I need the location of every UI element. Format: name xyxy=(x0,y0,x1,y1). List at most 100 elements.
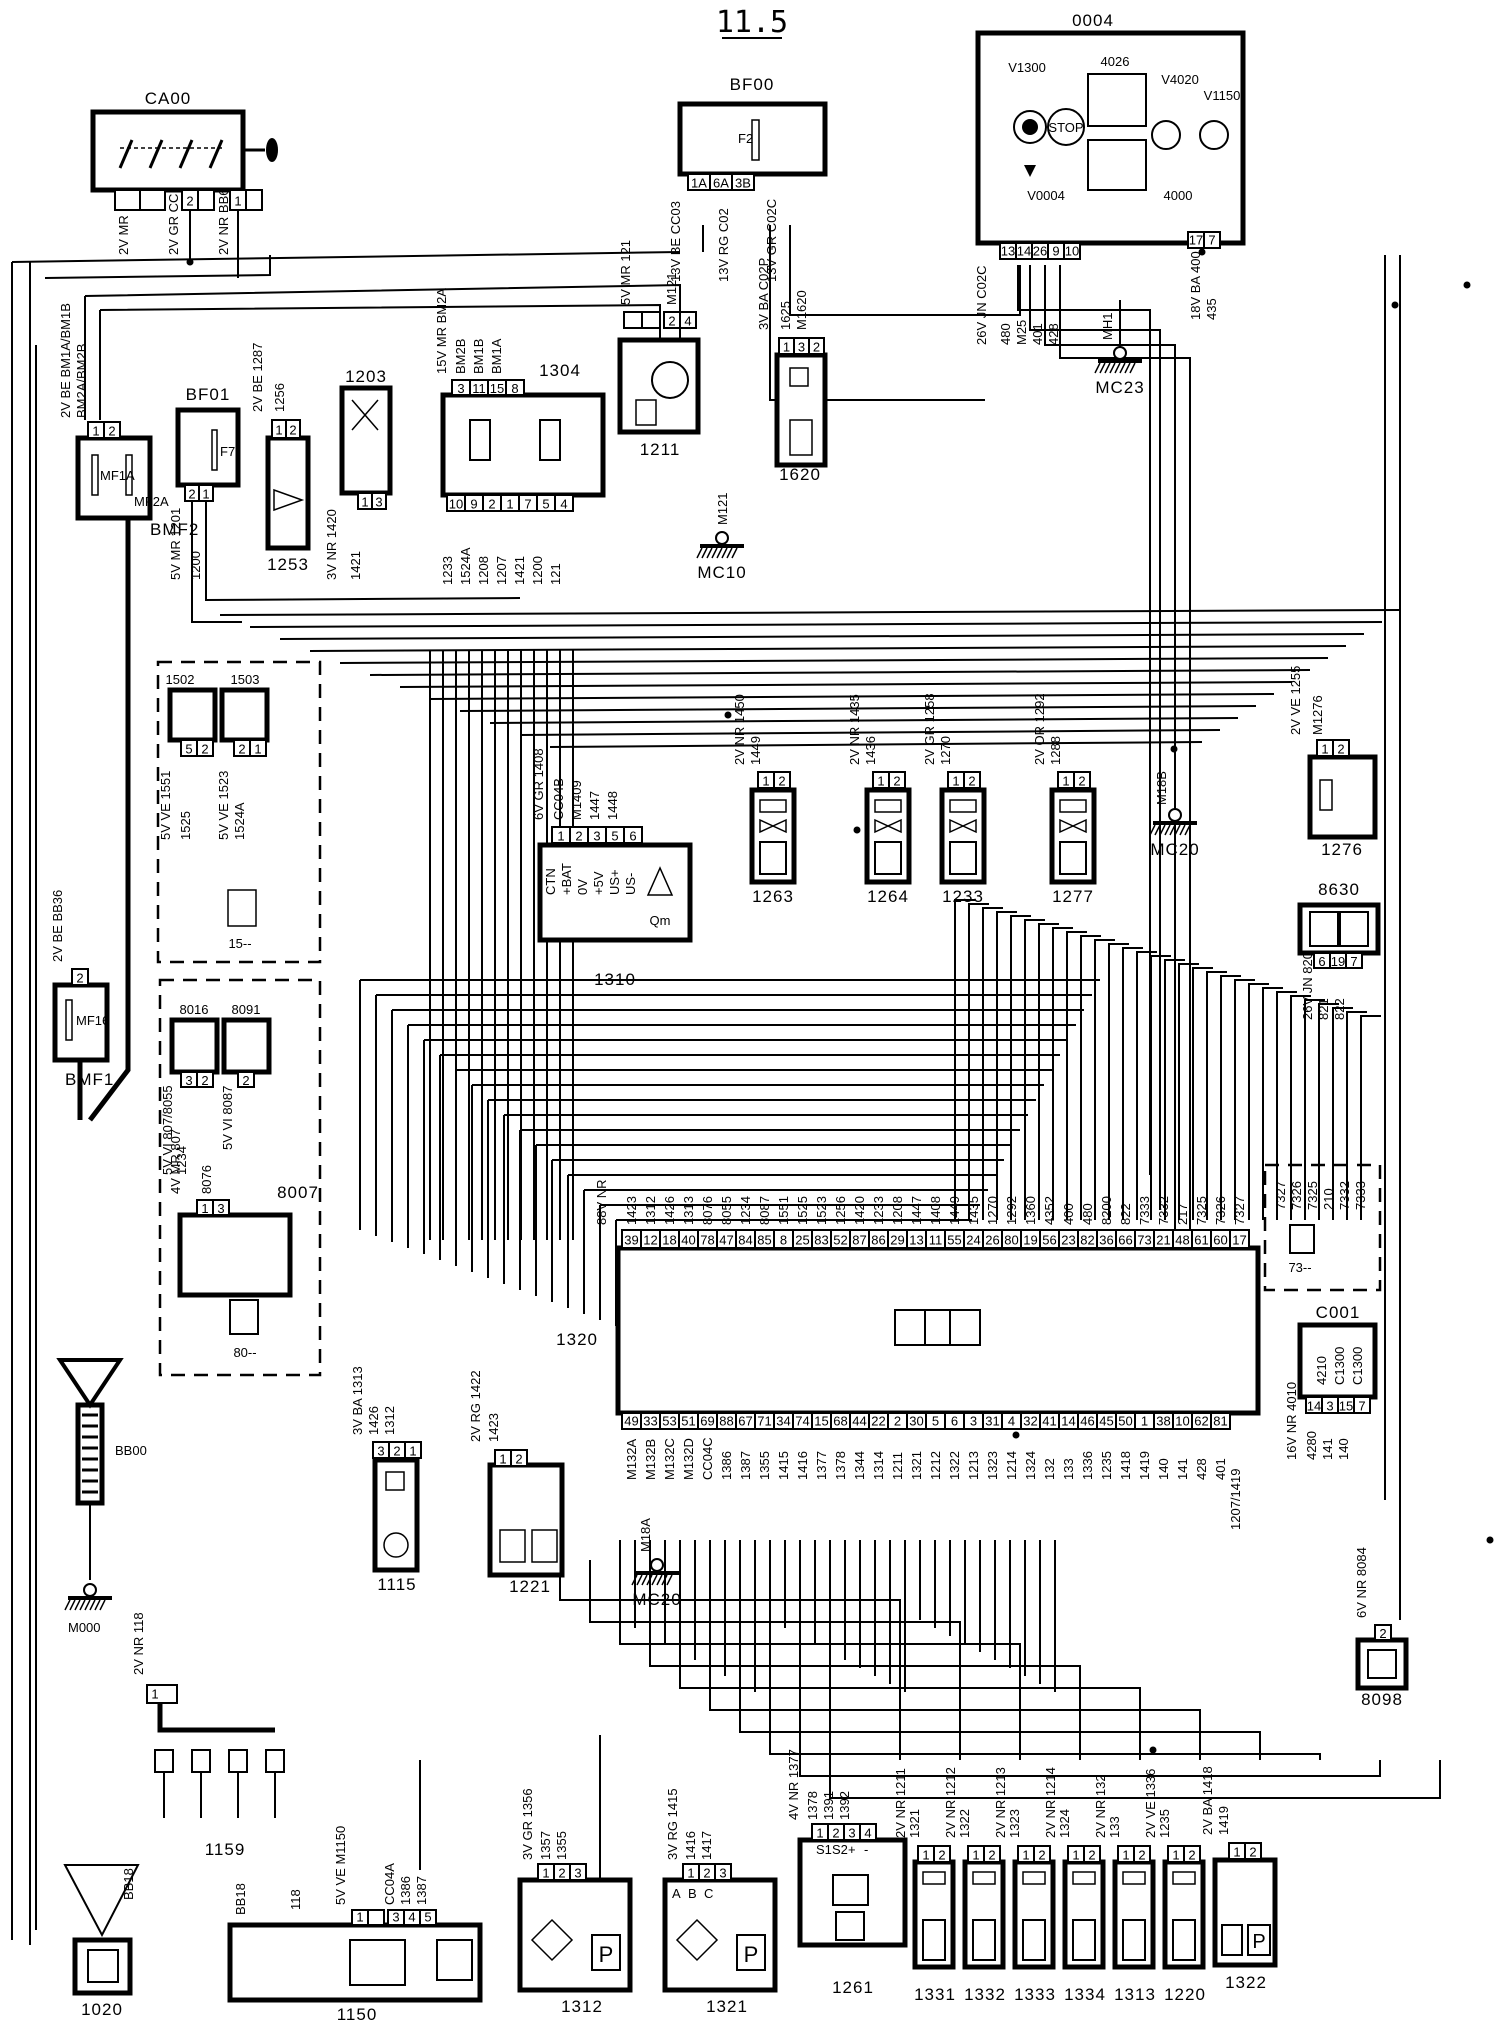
pin-number: 4 xyxy=(408,1910,415,1925)
wire-label: 5V MR 121 xyxy=(618,240,633,305)
component-box xyxy=(75,1402,105,1506)
pin-number: 2 xyxy=(289,423,296,438)
pin-number: 2 xyxy=(515,1452,522,1467)
pin-number: 50 xyxy=(1118,1414,1132,1429)
wire-label: 2V NR 1211 xyxy=(893,1768,908,1838)
pin-number: 53 xyxy=(662,1414,676,1429)
ground-hatch xyxy=(656,1574,663,1586)
wire-label: 6V GR 1408 xyxy=(531,748,546,820)
fuse-label: MF16 xyxy=(76,1013,109,1028)
solenoid-coil-icon xyxy=(874,799,902,813)
pin-number: 10 xyxy=(1065,244,1079,259)
component-label: 1313 xyxy=(1114,1985,1156,2004)
wire xyxy=(1332,1007,1353,1220)
wire-label: 7327 xyxy=(1232,1196,1247,1225)
wire-label: 1234 xyxy=(174,1146,189,1175)
pin-number: 2 xyxy=(488,497,495,512)
wire-label: 1449 xyxy=(748,736,763,765)
glow-icon xyxy=(894,1309,926,1346)
wire-label: 5V VE M1150 xyxy=(333,1826,348,1905)
ecu-chip-icon xyxy=(949,1309,981,1346)
wire-label: 1212 xyxy=(928,1451,943,1480)
wire-label: 1321 xyxy=(907,1809,922,1838)
wire xyxy=(339,657,1329,664)
pin-number: 1 xyxy=(409,1444,416,1459)
component-label: 1310 xyxy=(594,970,636,989)
solenoid-coil-icon xyxy=(922,1871,946,1885)
pin-number: 55 xyxy=(947,1233,961,1248)
wire-label: 1415 xyxy=(776,1451,791,1480)
wire-label: MH1 xyxy=(1100,313,1115,340)
wire-label: 2V BA 1418 xyxy=(1200,1766,1215,1835)
ground-hatch xyxy=(1179,824,1186,836)
ground-hatch xyxy=(94,1599,101,1611)
wire xyxy=(1052,927,1073,1220)
pin-number: 3 xyxy=(375,495,382,510)
solenoid-coil-icon xyxy=(972,1871,996,1885)
pin-number: 87 xyxy=(852,1233,866,1248)
wire-label: 217 xyxy=(1175,1203,1190,1225)
ground-hatch xyxy=(64,1599,71,1611)
wire-label: 1447 xyxy=(909,1196,924,1225)
wire-label: 1416 xyxy=(795,1451,810,1480)
wire-label: 1418 xyxy=(1118,1451,1133,1480)
wire-label: M132D xyxy=(681,1438,696,1480)
connector-pin xyxy=(1374,1624,1392,1641)
wire-label: 1355 xyxy=(554,1831,569,1860)
pin-number: 1 xyxy=(1122,1848,1129,1863)
pin-number: 15 xyxy=(490,381,504,396)
wire xyxy=(249,621,1383,628)
component-label: 1203 xyxy=(345,367,387,386)
component-label: 1331 xyxy=(914,1985,956,2004)
sub-component-label: V1150 xyxy=(1204,88,1241,103)
connector-pin xyxy=(1183,1845,1201,1863)
wire-label: 480 xyxy=(998,323,1013,345)
pin-function-label: CTN xyxy=(543,868,558,895)
wire-label: 1321 xyxy=(909,1451,924,1480)
wire-label: 1524A xyxy=(458,547,473,585)
fuse-icon xyxy=(125,454,133,496)
junction-dot xyxy=(1149,1746,1157,1754)
battery-feed xyxy=(56,1358,124,1409)
component-label: 1320 xyxy=(556,1330,598,1349)
wire-label: 401 xyxy=(1213,1458,1228,1480)
pin-number: 3 xyxy=(1326,1399,1333,1414)
pin-number: 1 xyxy=(557,829,564,844)
wire-label: 121 xyxy=(548,563,563,585)
component-label: BF00 xyxy=(730,75,775,94)
wire xyxy=(1094,939,1115,1220)
wire-label: 1235 xyxy=(1099,1451,1114,1480)
wire xyxy=(679,1560,1141,1760)
wire-label: M121 xyxy=(664,272,679,305)
pin-number: 13 xyxy=(1001,244,1015,259)
ground-hatch xyxy=(666,1574,673,1586)
component-label: 1261 xyxy=(832,1978,874,1997)
wire-label: 4280 xyxy=(1304,1431,1319,1460)
sub-component-label: V4020 xyxy=(1161,72,1199,87)
connector-pin xyxy=(71,968,89,986)
wire-label: M1276 xyxy=(1310,695,1325,735)
wire-label: 2V VE 1336 xyxy=(1143,1769,1158,1838)
p-box xyxy=(1247,1924,1271,1956)
pin-number: 3 xyxy=(457,381,464,396)
pin-number: 2 xyxy=(393,1444,400,1459)
wire-label: 4352 xyxy=(1042,1196,1057,1225)
wire-label: 1386 xyxy=(398,1876,413,1905)
wire xyxy=(399,681,1293,688)
wire xyxy=(739,1560,1261,1760)
pin-number: 78 xyxy=(700,1233,714,1248)
component-label: 1304 xyxy=(539,361,581,380)
pin-number: 3 xyxy=(392,1910,399,1925)
fuel-icon xyxy=(499,1529,526,1563)
component-label: 1503 xyxy=(231,672,260,687)
pin-number: 1 xyxy=(1062,774,1069,789)
pin-number: 30 xyxy=(909,1414,923,1429)
fuse-icon xyxy=(751,119,760,161)
ground-hatch xyxy=(711,547,718,559)
wire-label: 2V BE BB36 xyxy=(50,890,65,962)
wire-label: 2V NR 1450 xyxy=(732,694,747,765)
wire xyxy=(1346,1011,1367,1220)
connector-pin xyxy=(1332,739,1350,757)
connector-pin xyxy=(114,189,141,211)
